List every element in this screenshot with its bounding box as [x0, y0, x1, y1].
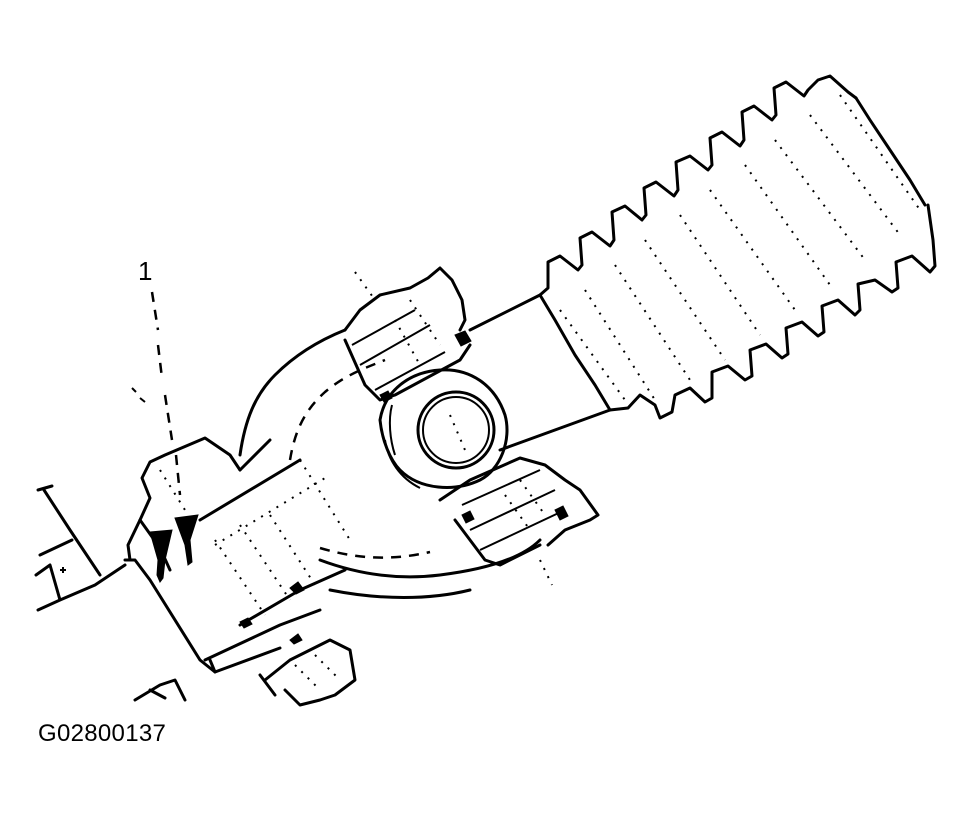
bellows-boot [538, 74, 937, 420]
leader-ticks [354, 271, 376, 301]
upper-bearing-cap [343, 266, 472, 403]
alignment-mark-right [174, 514, 199, 566]
callout-1-leader [131, 291, 182, 496]
spider-cross-hub [378, 368, 509, 489]
lower-shaft-body [198, 438, 357, 707]
lower-bracket-corner [133, 678, 187, 702]
rack-input-shaft [468, 293, 612, 452]
callout-number-1: 1 [138, 256, 153, 286]
alignment-mark-left [149, 529, 173, 583]
yoke-fork [238, 328, 542, 599]
pinch-clamp-yoke [123, 436, 282, 674]
lower-bearing-cap [438, 456, 600, 586]
figure-id-label: G02800137 [38, 720, 167, 747]
mounting-bracket [34, 484, 127, 612]
